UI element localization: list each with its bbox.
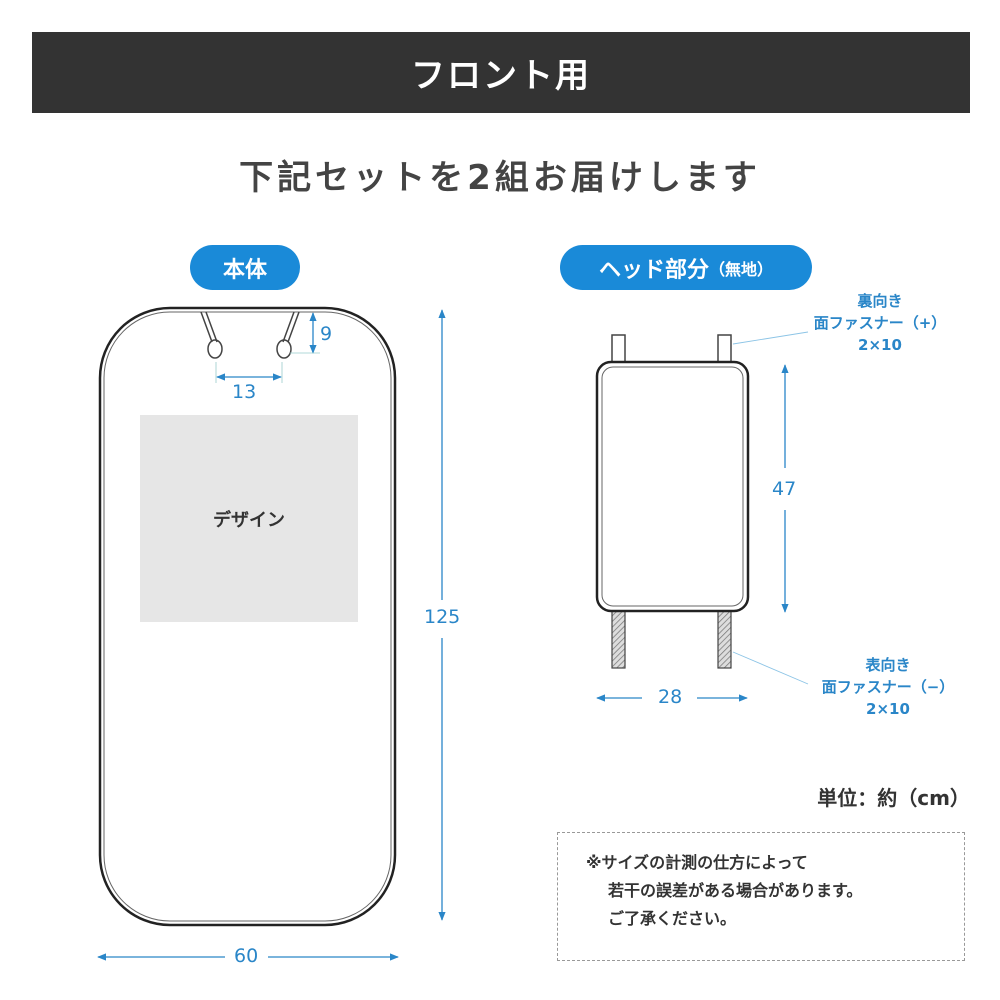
- hanging-loops: [200, 311, 300, 359]
- head-label-suffix: （無地）: [709, 259, 774, 279]
- bottom-fastener-line3: 2×10: [866, 700, 910, 718]
- measurement-note: ※サイズの計測の仕方によって 若干の誤差がある場合があります。 ご了承ください。: [557, 832, 965, 961]
- loop-length-dimension: 9: [320, 323, 333, 345]
- design-area-label: デザイン: [213, 509, 285, 531]
- bottom-fastener-label: 表向き 面ファスナー（−） 2×10: [808, 654, 968, 720]
- head-label-text: ヘッド部分: [598, 257, 709, 283]
- head-dimension-lines: [596, 331, 809, 702]
- page-title: フロント用: [411, 56, 591, 96]
- design-area: デザイン: [140, 415, 358, 622]
- top-fastener-line3: 2×10: [858, 336, 902, 354]
- top-fastener-line2: 面ファスナー（+）: [813, 314, 947, 332]
- top-fastener-label: 裏向き 面ファスナー（+） 2×10: [800, 290, 960, 356]
- bottom-fastener-line1: 表向き: [865, 656, 911, 674]
- body-label-text: 本体: [222, 257, 267, 283]
- title-banner: フロント用: [32, 32, 970, 113]
- bottom-fastener-line2: 面ファスナー（−）: [821, 678, 955, 696]
- body-section-label: 本体: [190, 245, 300, 290]
- note-line3: ご了承ください。: [608, 909, 737, 928]
- subtitle: 下記セットを2組お届けします: [239, 158, 761, 198]
- head-fasteners: [611, 334, 732, 669]
- unit-label: 単位：約（cm）: [817, 786, 970, 810]
- top-fastener-line1: 裏向き: [857, 292, 903, 310]
- body-height-dimension: 125: [424, 606, 461, 628]
- note-line2: 若干の誤差がある場合があります。: [608, 881, 863, 900]
- body-width-dimension: 60: [234, 945, 259, 967]
- head-height-dimension: 47: [772, 478, 797, 500]
- loop-spacing-dimension: 13: [232, 381, 257, 403]
- head-section-label: ヘッド部分（無地）: [560, 245, 812, 290]
- head-width-dimension: 28: [658, 686, 683, 708]
- body-dimension-lines: [97, 309, 446, 961]
- head-outline: [595, 360, 750, 613]
- note-line1: ※サイズの計測の仕方によって: [586, 853, 808, 872]
